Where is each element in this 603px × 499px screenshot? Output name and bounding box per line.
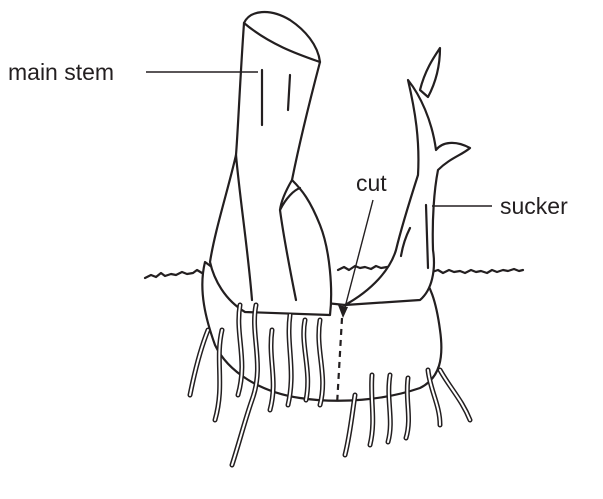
main-stem: [210, 23, 331, 315]
sucker-leaf-tip: [420, 48, 440, 97]
label-main-stem: main stem: [8, 59, 114, 85]
label-sucker: sucker: [500, 193, 568, 219]
label-cut: cut: [356, 170, 387, 196]
